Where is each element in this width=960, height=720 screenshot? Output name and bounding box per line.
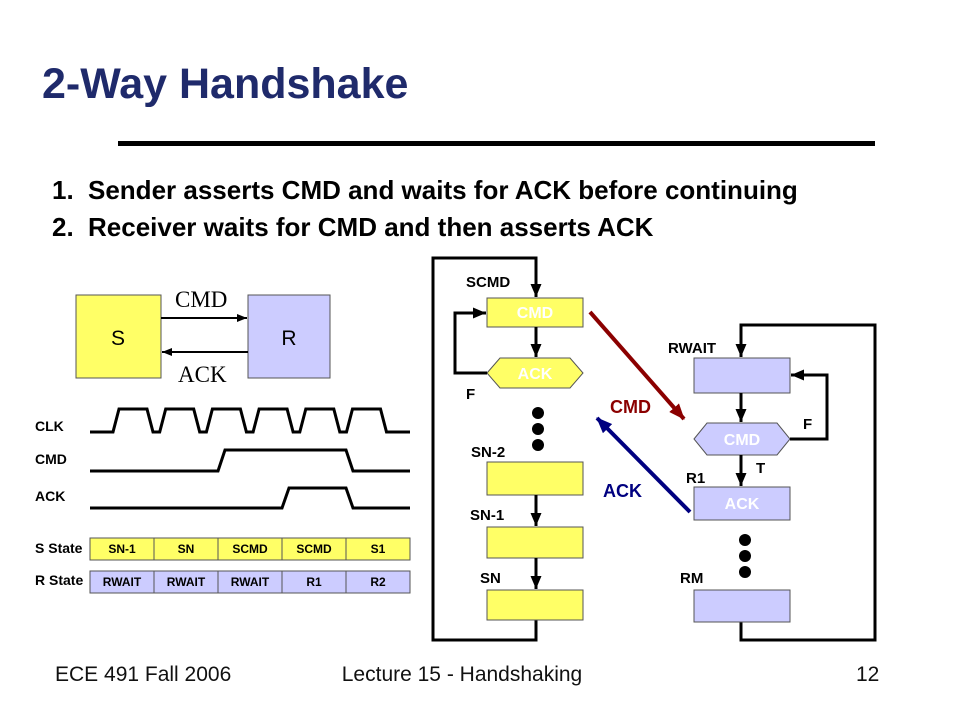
cmd-waveform: [90, 448, 410, 473]
receiver-rm-label: RM: [680, 570, 703, 587]
sender-false-loop-arrow: [453, 307, 487, 375]
r-state-label: R State: [35, 572, 83, 588]
slide-title: 2-Way Handshake: [42, 60, 409, 108]
footer-course: ECE 491 Fall 2006: [55, 663, 232, 686]
r-state-row: RWAIT RWAIT RWAIT R1 R2: [89, 570, 411, 594]
s-state-text: SN-1: [108, 542, 136, 556]
ack-signal-label: ACK: [178, 362, 227, 387]
timing-diagram: CLK CMD ACK S State R State SN-1 SN SCMD…: [35, 407, 411, 594]
receiver-block: [247, 294, 331, 379]
ack-handshake-label: ACK: [603, 481, 642, 501]
bullet-1-text: Sender asserts CMD and waits for ACK bef…: [88, 175, 798, 205]
clk-waveform: [90, 407, 410, 434]
receiver-rwait-state: [693, 357, 791, 394]
footer-lecture: Lecture 15 - Handshaking: [341, 663, 583, 686]
r-state-text: RWAIT: [231, 575, 270, 589]
sender-sn1-label: SN-1: [470, 507, 504, 524]
sender-sn1-state: [486, 526, 584, 559]
receiver-false-label: F: [803, 416, 812, 433]
sender-fsm: SCMD CMD ACK F SN-2 SN-1 SN: [431, 256, 584, 642]
r-state-text: RWAIT: [103, 575, 142, 589]
ack-waveform: [90, 486, 410, 510]
r-state-text: R1: [306, 575, 322, 589]
s-state-text: SCMD: [232, 542, 268, 556]
receiver-cmd-decision-label: CMD: [724, 432, 760, 449]
ack-label: ACK: [35, 488, 65, 504]
receiver-ack-state: [693, 486, 791, 521]
receiver-rm-state: [693, 589, 791, 623]
r-state-text: R2: [370, 575, 386, 589]
r-state-cell: [345, 570, 411, 594]
title-divider: [118, 141, 875, 146]
bullet-1-number: 1.: [52, 175, 74, 205]
cmd-handshake-label: CMD: [610, 397, 651, 417]
s-state-label: S State: [35, 540, 83, 556]
ellipsis-dot-icon: [739, 534, 751, 546]
receiver-true-label: T: [756, 460, 765, 477]
receiver-r1-label: R1: [686, 470, 705, 487]
s-state-text: SN: [178, 542, 195, 556]
sender-entry-label: SCMD: [466, 274, 510, 291]
cmd-signal-label: CMD: [175, 287, 227, 312]
receiver-fsm: RWAIT CMD F T R1 ACK RM: [668, 323, 877, 642]
bullet-2: 2. Receiver waits for CMD and then assert…: [52, 211, 653, 243]
ellipsis-dot-icon: [532, 423, 544, 435]
bullet-2-number: 2.: [52, 212, 74, 242]
clk-label: CLK: [35, 418, 64, 434]
ellipsis-dot-icon: [739, 550, 751, 562]
footer-page-number: 12: [856, 663, 880, 686]
ellipsis-dot-icon: [532, 407, 544, 419]
sender-block: [75, 294, 162, 379]
s-state-row: SN-1 SN SCMD SCMD S1: [89, 537, 411, 561]
ellipsis-dot-icon: [739, 566, 751, 578]
cmd-label: CMD: [35, 451, 67, 467]
bullet-1: 1. Sender asserts CMD and waits for ACK b…: [52, 174, 798, 206]
sender-sn-state: [486, 589, 584, 621]
cmd-handshake-arrow: [588, 310, 686, 421]
sender-false-label: F: [466, 386, 475, 403]
sender-ack-decision: [486, 357, 584, 389]
receiver-block-label: R: [281, 327, 296, 350]
s-state-cell: [345, 537, 411, 561]
receiver-entry-label: RWAIT: [668, 340, 716, 357]
ellipsis-dot-icon: [532, 439, 544, 451]
block-diagram: S R CMD ACK: [75, 287, 331, 387]
sender-ack-decision-label: ACK: [518, 366, 553, 383]
ack-handshake-arrow: [595, 416, 692, 514]
sender-block-label: S: [111, 327, 125, 350]
receiver-false-loop-arrow: [790, 369, 829, 441]
sender-cmd-state-label: CMD: [517, 305, 553, 322]
s-state-text: SCMD: [296, 542, 332, 556]
sender-sn-label: SN: [480, 570, 501, 587]
s-state-text: S1: [371, 542, 386, 556]
receiver-loop-arrow: [735, 323, 877, 642]
bullet-2-text: Receiver waits for CMD and then asserts …: [88, 212, 654, 242]
receiver-ack-state-label: ACK: [725, 496, 760, 513]
sender-sn2-state: [486, 461, 584, 496]
r-state-text: RWAIT: [167, 575, 206, 589]
sender-loop-arrow: [431, 256, 542, 642]
sender-cmd-state: [486, 297, 584, 328]
sender-sn2-label: SN-2: [471, 444, 505, 461]
handshake-arrows: CMD ACK: [588, 310, 692, 514]
